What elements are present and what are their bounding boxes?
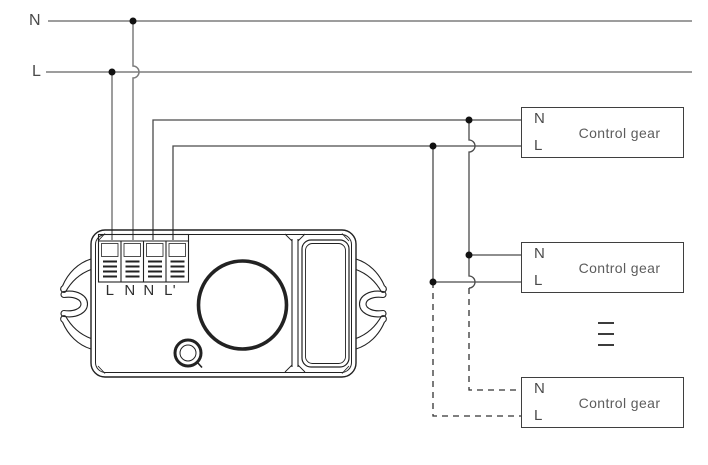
terminal-block	[97, 233, 190, 283]
more-fixtures-bar	[598, 333, 614, 335]
terminal-cell	[101, 243, 119, 257]
terminal-label-n2: N	[143, 282, 155, 299]
switched-live-feed-wire	[172, 145, 521, 240]
neutral-drop-wire-with-crossover	[132, 21, 140, 240]
more-fixtures-bar	[598, 322, 614, 324]
right-mounting-wing	[355, 258, 387, 350]
sensor-body-outline	[90, 229, 357, 378]
terminal-cell	[168, 243, 186, 257]
gear2-neutral-label: N	[534, 245, 545, 262]
gear3-live-label: L	[534, 407, 543, 424]
adjustment-knob-ring	[173, 338, 203, 368]
junction-dot-live-bus	[108, 68, 116, 76]
neutral-dashed-wire	[468, 288, 521, 391]
terminal-clamps	[103, 260, 185, 278]
divider-bevels	[284, 233, 306, 373]
terminal-label-n1: N	[124, 282, 136, 299]
terminal-label-l: L	[105, 282, 115, 299]
left-mounting-wing	[60, 258, 92, 350]
terminal-cell	[123, 243, 141, 257]
live-dashed-wire	[432, 282, 521, 417]
gear3-title: Control gear	[578, 394, 661, 411]
right-panel-outline	[301, 239, 350, 368]
terminal-dividers	[120, 241, 167, 282]
junction-dot-gear1-neutral	[465, 116, 473, 124]
control-gear-box-3: N L Control gear	[521, 377, 684, 428]
terminal-cell	[146, 243, 164, 257]
sensor-body-inner-outline	[95, 234, 352, 373]
junction-dot-gear1-live	[429, 142, 437, 150]
neutral-riser-wire-with-crossover	[468, 120, 476, 255]
sensor-device-drawing	[60, 229, 387, 378]
junction-dot-gear2-neutral	[465, 251, 473, 259]
adjustment-knob-inner	[179, 344, 197, 362]
sensor-corner-bevels	[97, 233, 350, 374]
gear1-neutral-label: N	[534, 110, 545, 127]
sensor-lens-circle	[196, 259, 289, 351]
neutral-feed-wire	[152, 119, 521, 240]
control-gear-box-2: N L Control gear	[521, 242, 684, 293]
gear1-title: Control gear	[578, 124, 661, 141]
supply-neutral-label: N	[29, 12, 41, 29]
gear2-live-label: L	[534, 272, 543, 289]
gear1-live-label: L	[534, 137, 543, 154]
adjustment-knob-pointer	[196, 361, 203, 369]
supply-live-label: L	[32, 63, 41, 80]
gear3-neutral-label: N	[534, 380, 545, 397]
gear2-title: Control gear	[578, 259, 661, 276]
more-fixtures-bar	[598, 344, 614, 346]
body-divider-lines	[291, 239, 299, 367]
terminal-label-l-switched: L'	[164, 282, 176, 299]
neutral-riser-crossover-2	[468, 255, 476, 289]
junction-dot-gear2-live	[429, 278, 437, 286]
more-fixtures-icon	[598, 322, 614, 355]
control-gear-box-1: N L Control gear	[521, 107, 684, 158]
right-panel-inner-outline	[305, 243, 346, 364]
wires-group	[46, 17, 692, 417]
junction-dot-neutral-bus	[129, 17, 137, 25]
